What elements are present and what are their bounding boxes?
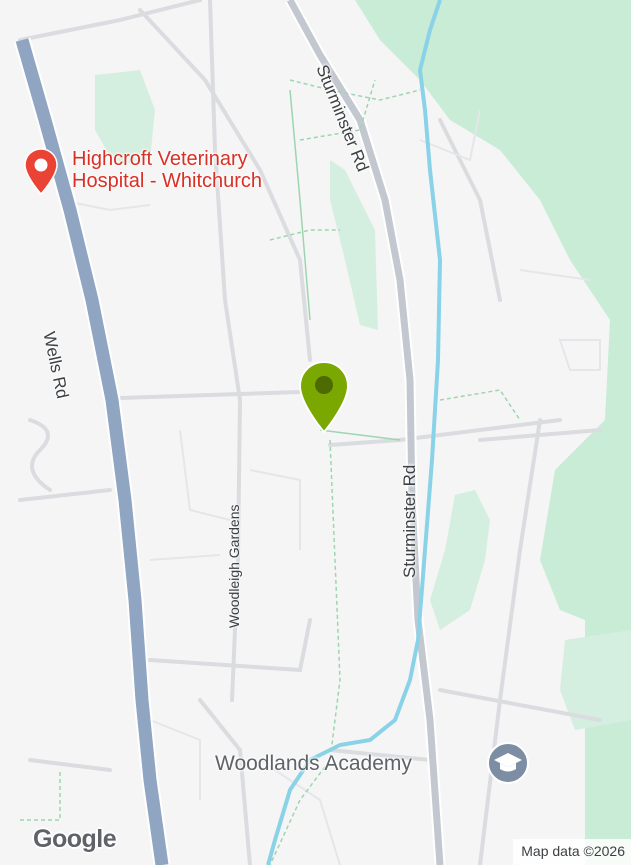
location-marker-icon[interactable] xyxy=(296,360,352,436)
map-attribution[interactable]: Map data ©2026 xyxy=(513,839,631,865)
school-name: Woodlands Academy xyxy=(215,752,412,775)
road-label-sturminster-south: Sturminster Rd xyxy=(400,464,419,578)
road-east-vertical xyxy=(478,418,542,865)
road-west-side xyxy=(208,0,242,402)
map-pin-icon xyxy=(24,148,58,196)
road-south-loop xyxy=(148,618,312,673)
road-lower-west xyxy=(18,488,112,502)
road-south-diagonal xyxy=(198,698,252,865)
road-west-curve xyxy=(28,418,52,492)
residential-roads xyxy=(59,109,601,865)
road-east-lower xyxy=(438,688,602,722)
park-southeast xyxy=(560,630,631,730)
road-woodleigh-gardens xyxy=(230,398,242,702)
road-northwest-diagonal xyxy=(18,0,202,42)
poi-name-line2: Hospital - Whitchurch xyxy=(72,170,263,192)
poi-name-line1: Highcroft Veterinary xyxy=(72,148,248,170)
minor-roads xyxy=(18,0,602,865)
road-label-woodleigh-gardens: Woodleigh Gardens xyxy=(226,504,242,628)
google-logo: Google xyxy=(33,825,117,853)
graduation-cap-icon xyxy=(487,742,529,784)
park-east xyxy=(355,0,631,865)
park-northwest xyxy=(95,70,155,165)
road-south-west xyxy=(28,758,112,772)
park-center-south xyxy=(430,490,490,630)
footpaths xyxy=(20,79,521,865)
road-east-branch xyxy=(478,428,602,442)
road-south-east-branch xyxy=(328,748,432,762)
footpaths-solid xyxy=(289,89,401,441)
road-north-curve xyxy=(138,8,312,362)
road-cross xyxy=(118,390,302,400)
park-center-strip xyxy=(330,160,378,330)
road-northeast xyxy=(438,118,502,302)
stream xyxy=(266,0,443,865)
